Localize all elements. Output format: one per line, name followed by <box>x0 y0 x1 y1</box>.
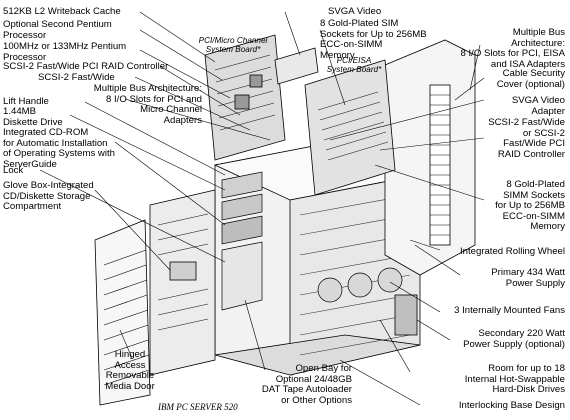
chassis-base <box>214 334 421 376</box>
callout-scsi-fast-wide: SCSI-2 Fast/Wide <box>38 72 115 83</box>
leader-lines <box>39 11 485 406</box>
callout-glove-box: Glove Box-Integrated CD/Diskette Storage… <box>3 180 94 212</box>
callout-secondary-power: Secondary 220 Watt Power Supply (optiona… <box>463 328 565 350</box>
callout-multiple-bus-eisa: Multiple Bus Architecture: 8 I/O Slots f… <box>460 27 565 70</box>
internal-fans <box>317 267 403 303</box>
callout-base-design: Interlocking Base Design <box>458 400 565 411</box>
diagram-caption: IBM PC SERVER 520 <box>158 402 238 412</box>
callout-svga-adapter: SVGA Video Adapter <box>511 95 565 117</box>
callout-fans: 3 Internally Mounted Fans <box>454 305 565 316</box>
callout-open-bay: Open Bay for Optional 24/48GB DAT Tape A… <box>261 363 352 406</box>
callout-primary-power: Primary 434 Watt Power Supply <box>491 267 565 289</box>
callout-sim-sockets-top: 8 Gold-Plated SIM Sockets for Up to 256M… <box>320 18 427 61</box>
callout-scsi-controller: SCSI-2 Fast/Wide or SCSI-2 Fast/Wide PCI… <box>488 117 565 160</box>
callout-diskette-drive: 1.44MB Diskette Drive <box>3 106 63 128</box>
front-drive-bays <box>221 171 263 311</box>
callout-pentium-processor: 100MHz or 133MHz Pentium Processor <box>3 41 127 63</box>
side-panel <box>384 39 476 276</box>
callout-hard-disk-room: Room for up to 18 Internal Hot-Swappable… <box>464 363 565 395</box>
front-bezel <box>149 189 216 376</box>
callout-second-processor: Optional Second Pentium Processor <box>3 19 112 41</box>
callout-lift-handle: Lift Handle <box>3 96 49 107</box>
callout-lock: Lock <box>3 165 24 176</box>
callout-multiple-bus-mc: Multiple Bus Architecture: 8 I/O Slots f… <box>93 83 202 126</box>
callout-cd-rom: Integrated CD-ROM for Automatic Installa… <box>3 127 115 170</box>
pci-eisa-system-board <box>304 59 396 196</box>
callout-l2-cache: 512KB L2 Writeback Cache <box>3 6 121 17</box>
callout-rolling-wheel: Integrated Rolling Wheel <box>459 246 565 257</box>
pci-eisa-board-label: PCI/EISA System Board* <box>326 56 382 74</box>
front-media-door <box>94 219 151 406</box>
pci-microchannel-board-label: PCI/Micro Channel System Board* <box>198 36 268 54</box>
callout-svga-video-top: SVGA Video <box>328 6 382 17</box>
pci-microchannel-system-board <box>204 34 286 161</box>
callout-simm-sockets: 8 Gold-Plated SIMM Sockets for Up to 256… <box>495 179 565 232</box>
callout-media-door: Hinged Access Removable Media Door <box>105 349 155 392</box>
power-supply-secondary <box>394 294 418 336</box>
callout-scsi-raid: SCSI-2 Fast/Wide PCI RAID Controller <box>3 61 169 72</box>
callout-cable-security: Cable Security Cover (optional) <box>496 68 565 90</box>
svga-card <box>274 47 319 85</box>
